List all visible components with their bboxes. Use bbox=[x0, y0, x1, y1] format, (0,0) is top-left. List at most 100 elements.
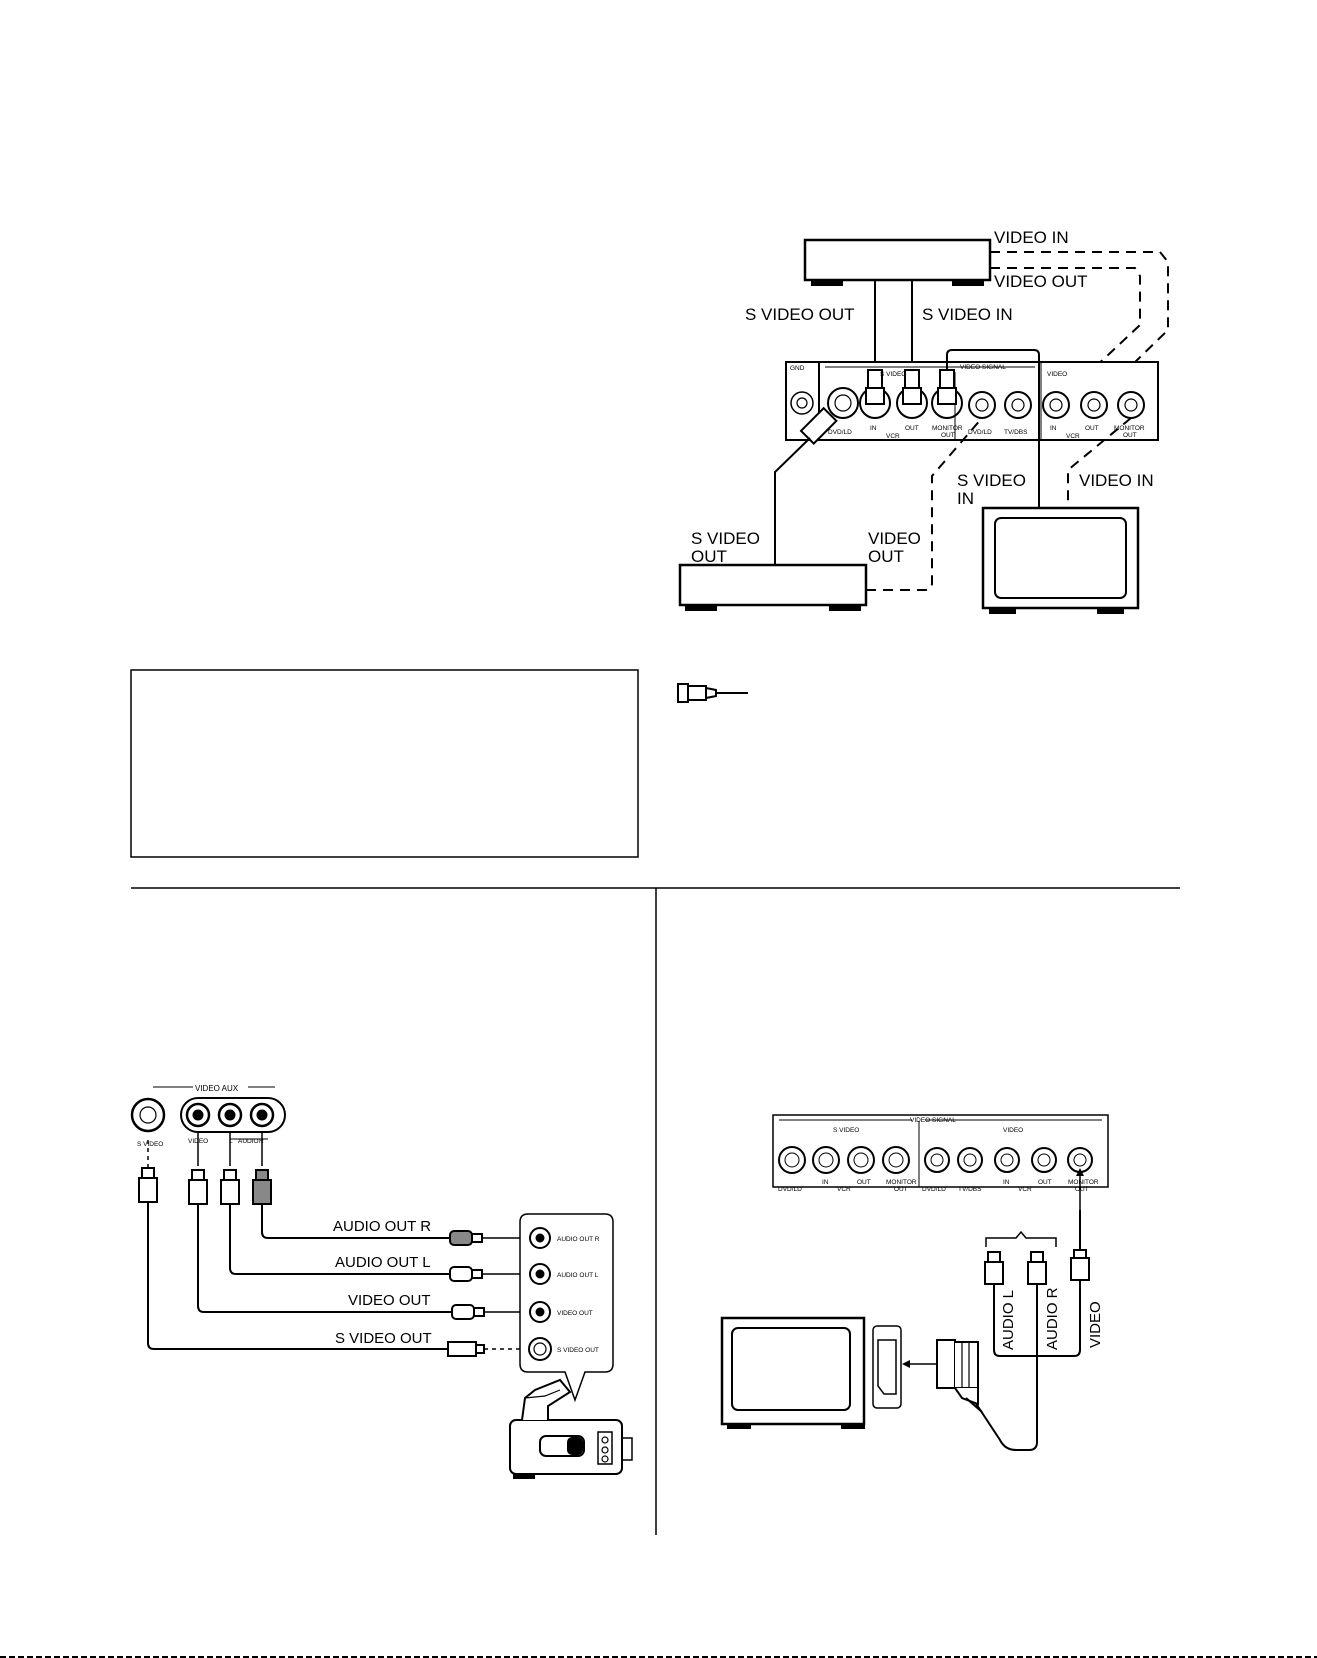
cam-jack-audio-out-l: AUDIO OUT L bbox=[557, 1272, 599, 1279]
label-monitor-video-in: VIDEO IN bbox=[1079, 471, 1154, 490]
cable-label-video-out: VIDEO OUT bbox=[348, 1292, 431, 1309]
cam-jack-s-video-out: S VIDEO OUT bbox=[557, 1347, 599, 1354]
tv-scart-socket bbox=[872, 1325, 902, 1409]
video-cable bbox=[197, 1204, 452, 1313]
panel-video-label: VIDEO bbox=[1047, 371, 1067, 378]
panel-tv-dbs-label: TV/DBS bbox=[1004, 429, 1028, 436]
cable-label-audio-out-r: AUDIO OUT R bbox=[333, 1218, 431, 1235]
monitor-video-in-dashed-cable bbox=[1067, 417, 1132, 510]
label-s-video-out: S VIDEO OUT bbox=[745, 305, 855, 324]
panel-video-in-label: IN bbox=[1050, 425, 1057, 432]
panel-s-video-label: S VIDEO bbox=[880, 371, 906, 378]
scart-label-video: VIDEO bbox=[1087, 1301, 1104, 1348]
s-video-monitor-cable bbox=[946, 349, 1040, 510]
aux-l-label: L bbox=[229, 1138, 233, 1145]
scart-panel-out: OUT bbox=[857, 1179, 871, 1186]
scart-panel-video-out: OUT bbox=[1038, 1179, 1052, 1186]
audio-r-rca-plug bbox=[255, 1169, 269, 1181]
video-dvd-jack bbox=[968, 391, 996, 419]
label-player-video-out: OUT bbox=[868, 547, 904, 566]
scart-plug bbox=[936, 1339, 983, 1413]
video-vcr-out-jack bbox=[1080, 391, 1108, 419]
s-video-cable bbox=[147, 1202, 448, 1350]
cable-label-s-video-out: S VIDEO OUT bbox=[335, 1330, 432, 1347]
cable-label-audio-out-l: AUDIO OUT L bbox=[335, 1254, 431, 1271]
camcorder-unit bbox=[509, 1378, 633, 1479]
gnd-terminal bbox=[790, 391, 814, 415]
dvd-player-unit bbox=[678, 563, 868, 611]
audio-r-end-plug bbox=[449, 1230, 483, 1246]
panel-video-signal-label: VIDEO SIGNAL bbox=[960, 364, 1006, 371]
s-video-plug-monitor bbox=[937, 369, 957, 405]
label-player-video: VIDEO bbox=[868, 529, 921, 548]
panel-video-vcr-label: VCR bbox=[1066, 433, 1080, 440]
s-video-plug-in bbox=[865, 369, 885, 405]
s-video-plug-out bbox=[902, 369, 922, 405]
scart-panel-monitor: MONITOR bbox=[886, 1179, 917, 1186]
scart-audio-r-plug bbox=[1030, 1251, 1044, 1263]
scart-tv-unit bbox=[720, 1316, 866, 1429]
panel-gnd-label: GND bbox=[790, 365, 805, 372]
panel-vcr-label: VCR bbox=[886, 433, 900, 440]
panel-monitor-out-label: OUT bbox=[941, 432, 955, 439]
scart-panel-video: VIDEO bbox=[1003, 1127, 1023, 1134]
label-video-in: VIDEO IN bbox=[994, 228, 1069, 247]
scart-panel-video-monitor-out: OUT bbox=[1075, 1186, 1089, 1193]
video-vcr-in-jack bbox=[1042, 391, 1070, 419]
audio-l-end-plug bbox=[449, 1266, 483, 1282]
label-player-s-video: S VIDEO bbox=[691, 529, 760, 548]
scart-panel-tv-dbs: TV/DBS bbox=[958, 1186, 982, 1193]
scart-video-plug bbox=[1073, 1249, 1087, 1259]
scart-panel-video-dvd: DVD/LD bbox=[922, 1186, 946, 1193]
scart-panel-vcr: VCR bbox=[837, 1186, 851, 1193]
label-monitor-in: IN bbox=[957, 489, 974, 508]
panel-video-monitor-label: MONITOR bbox=[1114, 425, 1145, 432]
video-tv-dbs-jack bbox=[1004, 391, 1032, 419]
panel-dvd-ld-label: DVD/LD bbox=[828, 429, 852, 436]
scart-audio-l-plug bbox=[987, 1251, 1001, 1263]
tv-monitor-unit bbox=[981, 506, 1140, 614]
panel-monitor-label: MONITOR bbox=[932, 425, 963, 432]
label-monitor-s-video: S VIDEO bbox=[957, 471, 1026, 490]
scart-label-audio-r: AUDIO R bbox=[1044, 1287, 1061, 1350]
aux-video-jack bbox=[185, 1102, 211, 1128]
panel-video-dvd-label: DVD/LD bbox=[968, 429, 992, 436]
panel-video-monitor-out-label: OUT bbox=[1123, 432, 1137, 439]
s-video-end-plug bbox=[447, 1341, 485, 1357]
scart-label-audio-l: AUDIO L bbox=[1000, 1290, 1017, 1350]
scart-panel-dvd-ld: DVD/LD bbox=[778, 1186, 802, 1193]
aux-s-video-label: S VIDEO bbox=[137, 1141, 163, 1148]
s-video-dvd-jack bbox=[827, 387, 859, 419]
plug-legend-icon bbox=[677, 683, 748, 703]
audio-l-rca-plug bbox=[223, 1169, 237, 1181]
scart-panel-video-vcr: VCR bbox=[1018, 1186, 1032, 1193]
vcr-unit bbox=[803, 238, 992, 286]
camcorder-connection-diagram bbox=[130, 1086, 633, 1479]
note-box bbox=[130, 669, 639, 858]
audio-r-cable bbox=[261, 1204, 450, 1239]
audio-l-cable bbox=[229, 1204, 450, 1275]
scart-panel-video-monitor: MONITOR bbox=[1068, 1179, 1099, 1186]
s-video-plug bbox=[141, 1167, 155, 1179]
aux-title: VIDEO AUX bbox=[195, 1084, 239, 1093]
scart-panel-in: IN bbox=[822, 1179, 829, 1186]
video-end-plug bbox=[451, 1304, 485, 1320]
s-video-player-cable bbox=[774, 437, 811, 565]
scart-panel-monitor-out: OUT bbox=[894, 1186, 908, 1193]
aux-rca-group bbox=[180, 1097, 286, 1133]
aux-s-video-jack bbox=[130, 1097, 166, 1133]
cam-jack-audio-out-r: AUDIO OUT R bbox=[557, 1236, 600, 1243]
receiver-panel bbox=[785, 361, 1159, 441]
label-player-out: OUT bbox=[691, 547, 727, 566]
video-out-dashed-cable bbox=[990, 267, 1141, 401]
aux-r-label: R bbox=[259, 1138, 264, 1145]
panel-video-out-label: OUT bbox=[1085, 425, 1099, 432]
s-video-plug-dvd bbox=[799, 406, 838, 445]
player-video-dashed-cable bbox=[866, 417, 983, 591]
aux-audio-l-jack bbox=[217, 1102, 243, 1128]
aux-video-label: VIDEO bbox=[188, 1138, 208, 1145]
scart-panel-video-in: IN bbox=[1003, 1179, 1010, 1186]
panel-in-label: IN bbox=[870, 425, 877, 432]
label-s-video-in: S VIDEO IN bbox=[922, 305, 1013, 324]
